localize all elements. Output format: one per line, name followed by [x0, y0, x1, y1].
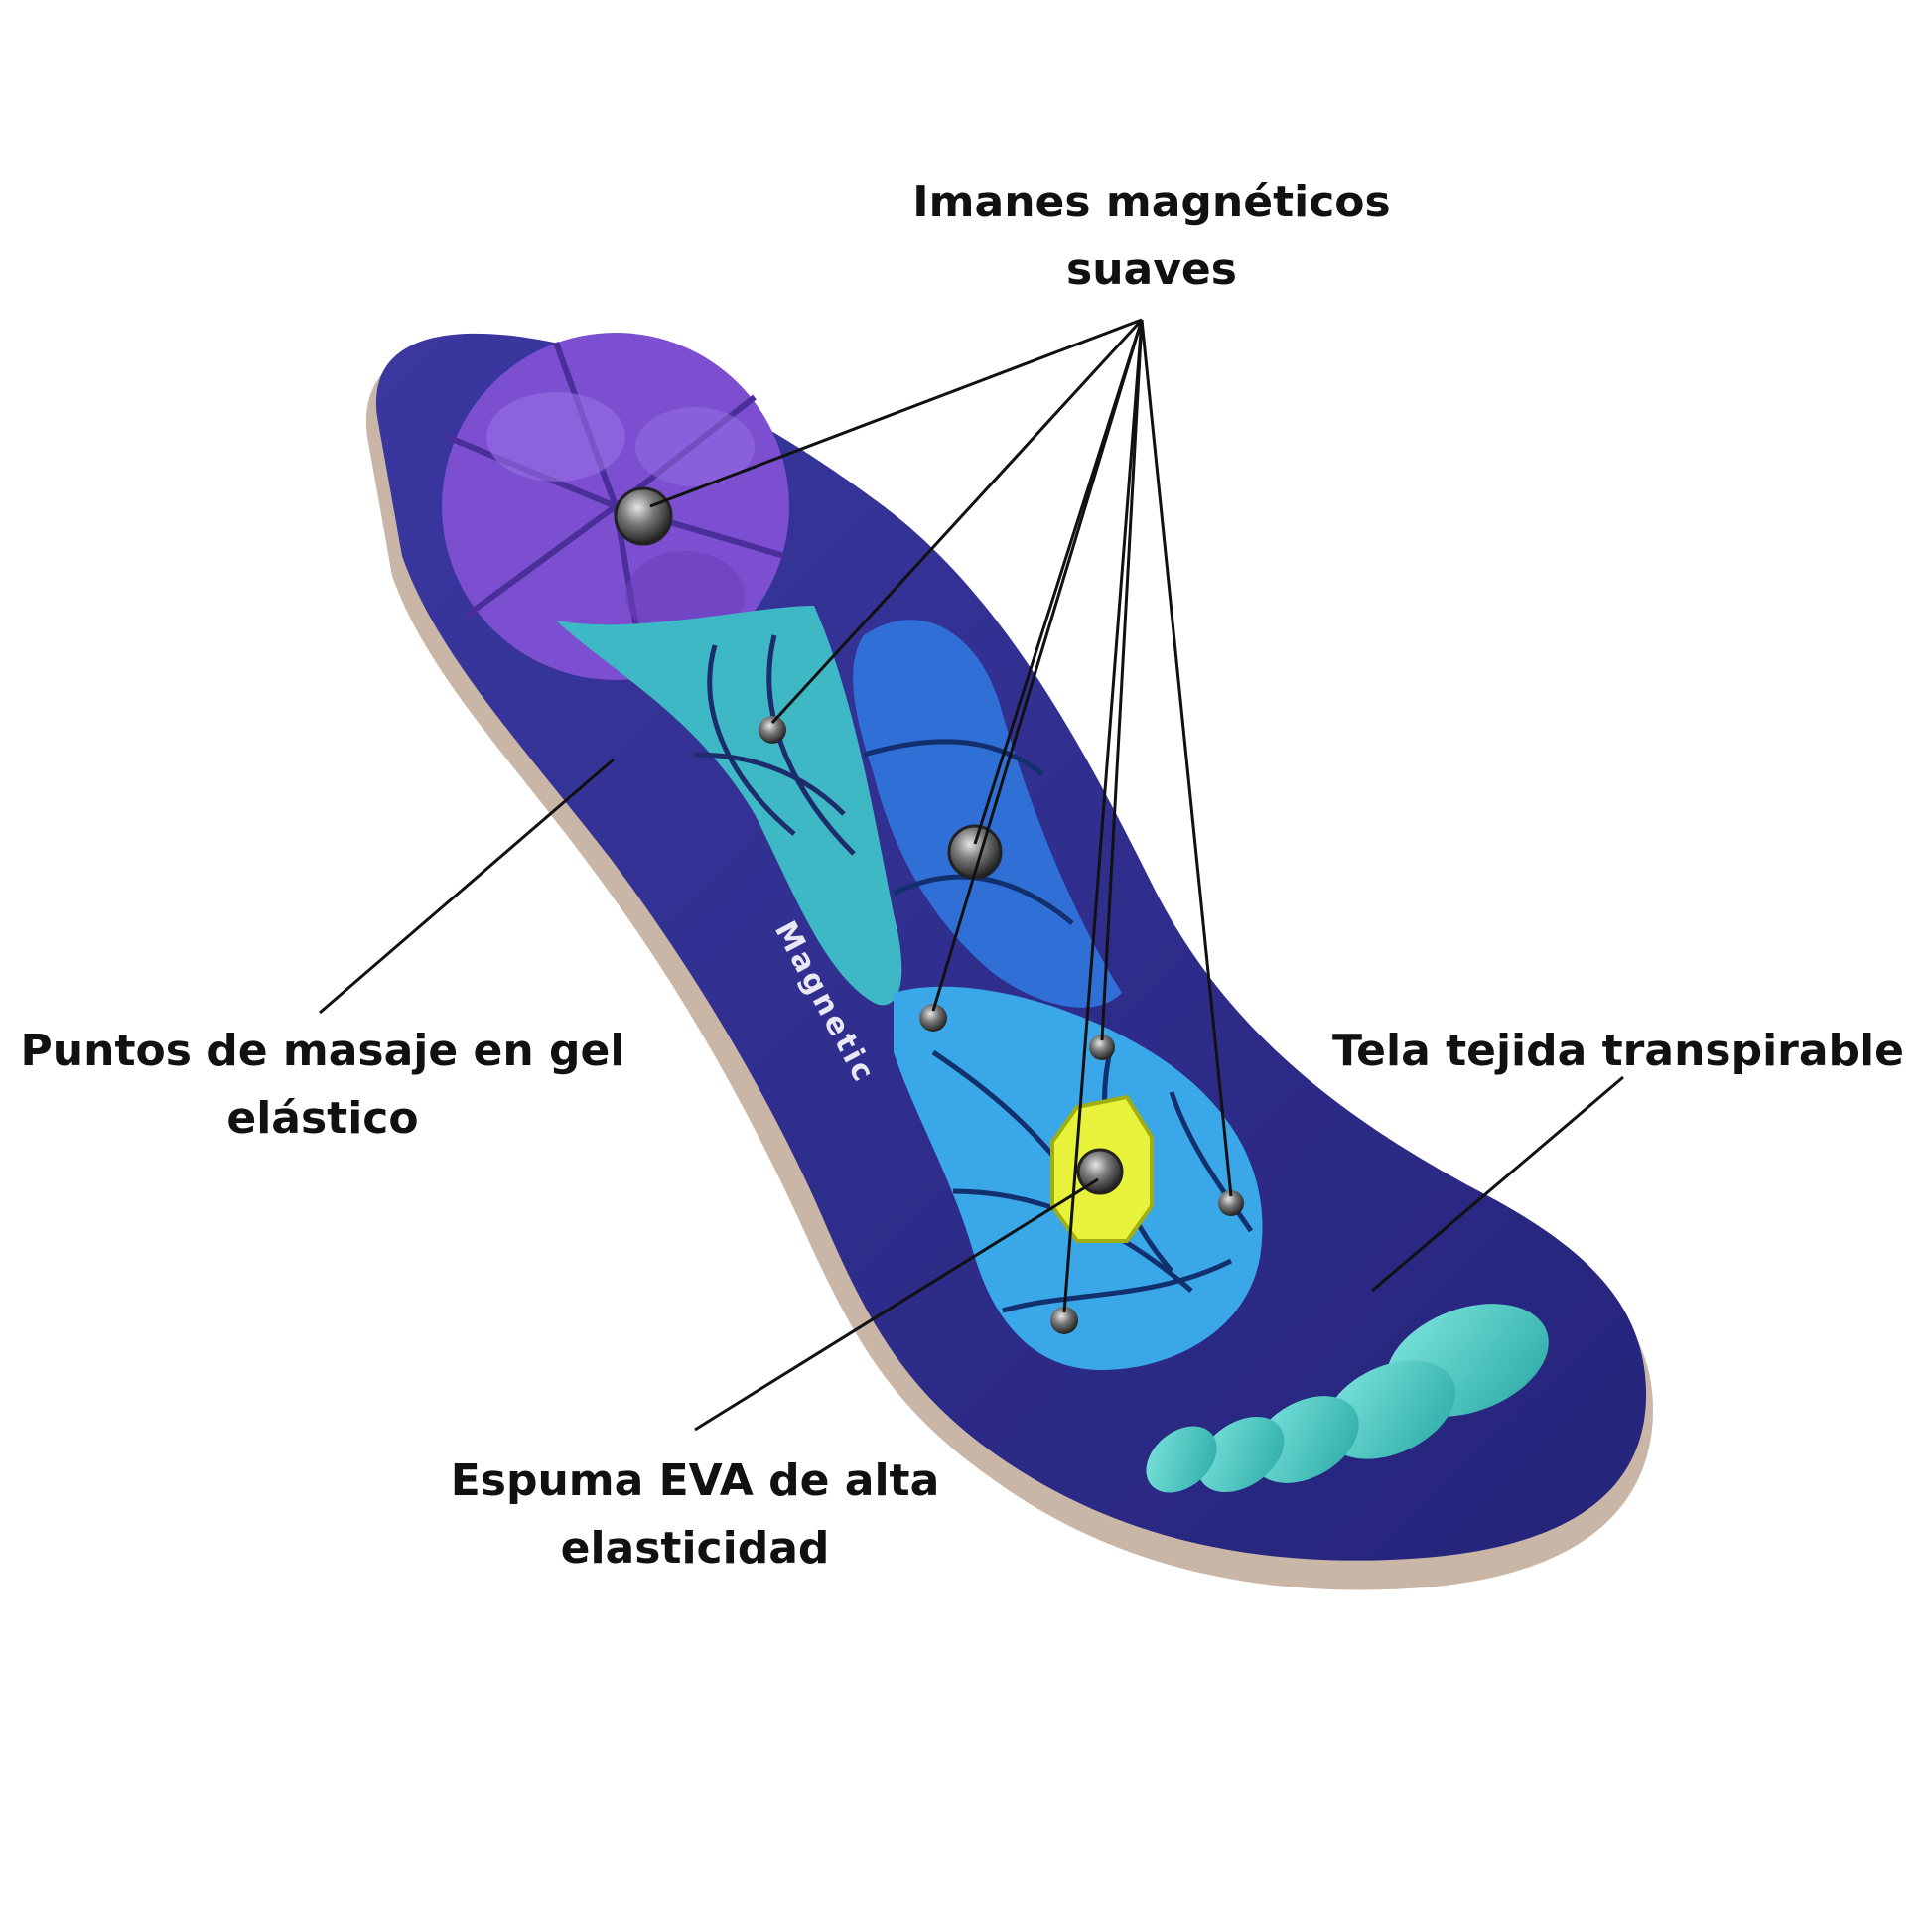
magnet-icon — [1089, 1035, 1115, 1060]
magnet-icon — [919, 1004, 947, 1032]
label-foam-line2: elasticidad — [560, 1523, 830, 1574]
magnet-icon — [1076, 1148, 1124, 1195]
magnet-icon — [1218, 1190, 1244, 1216]
label-breathable-fabric: Tela tejida transpirable — [1320, 1018, 1916, 1085]
magnet-icon — [759, 716, 786, 744]
label-magnets-line1: Imanes magnéticos — [912, 177, 1391, 227]
magnet-icon — [1050, 1307, 1078, 1334]
magnets — [614, 486, 1244, 1334]
heel-massage-pad — [442, 333, 789, 681]
leader-lines — [319, 318, 1624, 1432]
magnet-icon — [947, 824, 1003, 880]
label-eva-foam: Espuma EVA de alta elasticidad — [417, 1448, 973, 1583]
label-gel-line2: elástico — [226, 1093, 419, 1144]
magnet-icon — [614, 486, 673, 546]
label-gel-massage: Puntos de masaje en gel elástico — [20, 1018, 625, 1153]
label-foam-line1: Espuma EVA de alta — [450, 1455, 940, 1506]
label-magnets: Imanes magnéticos suaves — [854, 169, 1449, 304]
toe-gel-pads — [1146, 1304, 1549, 1493]
label-fabric-line1: Tela tejida transpirable — [1332, 1026, 1904, 1076]
arch-gel-lines — [694, 634, 856, 856]
arch-gel-zone — [556, 606, 902, 1006]
label-magnets-line2: suaves — [1066, 244, 1237, 295]
label-gel-line1: Puntos de masaje en gel — [20, 1026, 625, 1076]
